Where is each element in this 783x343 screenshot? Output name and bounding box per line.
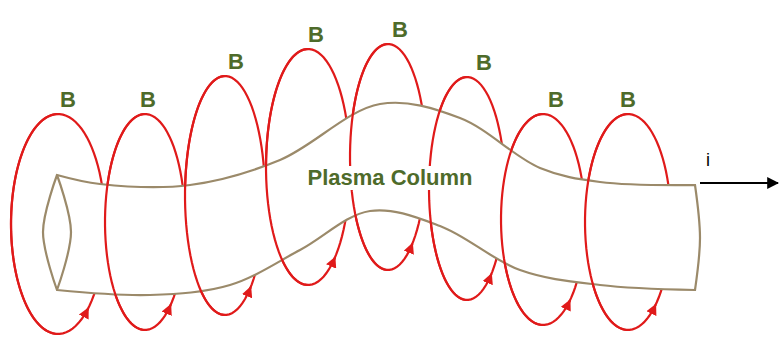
field-loop-front <box>11 114 58 334</box>
field-label: B <box>308 24 324 46</box>
field-loop-front <box>350 44 388 270</box>
field-direction-arrow <box>248 287 251 294</box>
field-label: B <box>476 52 492 74</box>
field-label: B <box>60 89 76 111</box>
field-loop-front <box>185 76 225 315</box>
field-label: B <box>392 19 408 41</box>
field-label: B <box>620 89 636 111</box>
field-loop-front <box>585 114 628 330</box>
field-direction-arrow <box>652 305 655 312</box>
field-loop-front <box>501 114 543 325</box>
region-label: Plasma Column <box>307 166 472 190</box>
current-label: i <box>706 151 710 169</box>
field-direction-arrow <box>488 274 491 281</box>
field-label: B <box>548 89 564 111</box>
column-opening <box>57 175 71 290</box>
field-direction-arrow <box>409 244 412 251</box>
field-direction-arrow <box>85 308 89 315</box>
field-direction-arrow <box>167 305 170 312</box>
field-label: B <box>228 51 244 73</box>
field-direction-arrow <box>332 257 335 264</box>
field-direction-arrow <box>567 300 570 307</box>
current-arrow <box>700 182 778 184</box>
plasma-column-outline <box>43 103 700 295</box>
plasma-column-region: Plasma Column <box>303 166 476 190</box>
field-label: B <box>140 89 156 111</box>
field-loop-front <box>266 49 308 285</box>
field-loop-front <box>105 114 145 330</box>
